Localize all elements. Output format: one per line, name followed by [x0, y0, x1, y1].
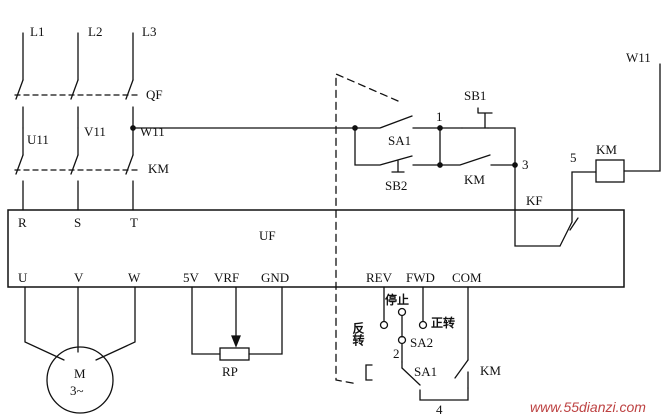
- label-l2: L2: [88, 24, 102, 39]
- km-coil: [595, 63, 661, 183]
- label-motor-3: 3~: [70, 383, 84, 398]
- forward-terminal: [418, 320, 428, 330]
- motor-wiring: [24, 286, 136, 414]
- motor: [46, 346, 114, 414]
- label-fwd: FWD: [406, 270, 435, 285]
- direction-selector-wiring: [379, 286, 469, 363]
- label-t: T: [130, 215, 138, 230]
- label-reverse: 反转: [351, 321, 365, 347]
- label-qf: QF: [146, 87, 163, 102]
- km-aux-contact: [439, 154, 518, 168]
- label-node-4: 4: [436, 402, 443, 417]
- label-u: U: [18, 270, 28, 285]
- potentiometer-rp: [191, 286, 283, 361]
- sa1-bottom-switch: [365, 359, 469, 401]
- label-w11-right: W11: [626, 50, 651, 65]
- label-km-bottom: KM: [480, 363, 501, 378]
- label-sa1-top: SA1: [388, 133, 411, 148]
- sb1-stop-button: [439, 107, 516, 166]
- stop-terminal: [397, 307, 407, 317]
- label-forward: 正转: [431, 315, 455, 330]
- label-l3: L3: [142, 24, 156, 39]
- label-stop: 停止: [385, 292, 409, 307]
- kf-relay-contact: [559, 171, 597, 247]
- label-w11: W11: [140, 124, 165, 139]
- label-w: W: [128, 270, 141, 285]
- label-u11: U11: [27, 132, 49, 147]
- qf-breaker: [14, 79, 141, 129]
- supply-lines: [22, 32, 134, 81]
- label-km-coil: KM: [596, 142, 617, 157]
- label-v11: V11: [84, 124, 106, 139]
- labels: L1 L2 L3 QF U11 V11 W11 KM R S T UF U V …: [18, 24, 651, 417]
- label-motor-m: M: [74, 366, 86, 381]
- sa1-mechanical-linkage: [335, 73, 399, 385]
- label-node-3: 3: [522, 157, 529, 172]
- label-s: S: [74, 215, 81, 230]
- label-node-5: 5: [570, 150, 577, 165]
- label-uf: UF: [259, 228, 276, 243]
- label-sa2-pos: 2: [393, 346, 400, 361]
- label-km-mid: KM: [464, 172, 485, 187]
- label-sa2: SA2: [410, 335, 433, 350]
- label-gnd: GND: [261, 270, 289, 285]
- label-sa1-bottom: SA1: [414, 364, 437, 379]
- label-vrf: VRF: [214, 270, 239, 285]
- label-sb1: SB1: [464, 88, 486, 103]
- label-v: V: [74, 270, 84, 285]
- label-r: R: [18, 215, 27, 230]
- label-com: COM: [452, 270, 482, 285]
- label-km-main: KM: [148, 161, 169, 176]
- label-node-1: 1: [436, 109, 443, 124]
- label-l1: L1: [30, 24, 44, 39]
- reverse-terminal: [379, 320, 389, 330]
- watermark: www.55dianzi.com: [530, 399, 646, 415]
- inverter-uf: [7, 209, 625, 288]
- km-main-contacts: [14, 154, 141, 211]
- label-rp: RP: [222, 364, 238, 379]
- sa1-top-switch: [352, 115, 443, 131]
- label-kf: KF: [526, 193, 543, 208]
- label-5v: 5V: [183, 270, 200, 285]
- label-sb2: SB2: [385, 178, 407, 193]
- label-rev: REV: [366, 270, 393, 285]
